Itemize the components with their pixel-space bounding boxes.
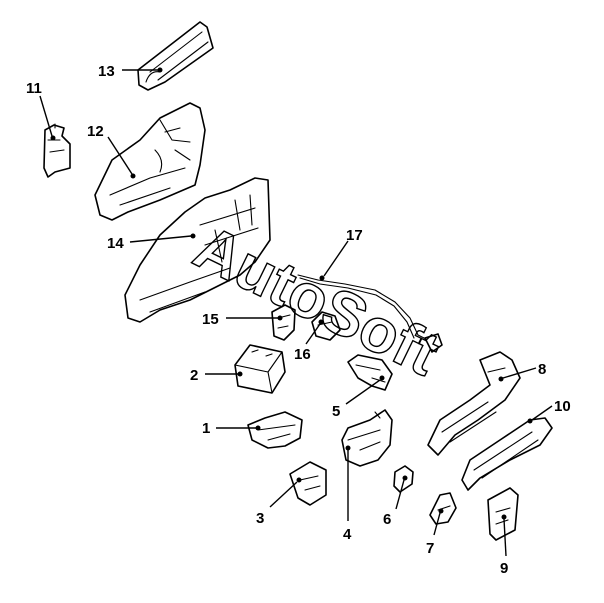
part-17-line[interactable] — [297, 274, 443, 353]
callout-13: 13 — [98, 63, 115, 80]
part-2-battery[interactable] — [234, 344, 286, 394]
callout-9: 9 — [500, 560, 508, 577]
part-7-bracket[interactable] — [429, 492, 457, 525]
callout-5: 5 — [332, 403, 340, 420]
callout-17: 17 — [346, 227, 363, 244]
callout-3: 3 — [256, 510, 264, 527]
watermark: AutoSoft — [184, 213, 449, 390]
part-15-reinforcement[interactable] — [271, 304, 296, 341]
callout-10: 10 — [554, 398, 571, 415]
callout-2: 2 — [190, 367, 198, 384]
callout-11: 11 — [26, 80, 42, 97]
callout-8: 8 — [538, 361, 546, 378]
callout-15: 15 — [202, 311, 219, 328]
part-3-bracket[interactable] — [289, 461, 327, 506]
part-10-side-member[interactable] — [461, 417, 553, 491]
part-4-reservoir[interactable] — [341, 409, 393, 467]
callout-4: 4 — [343, 526, 352, 543]
callout-7: 7 — [426, 540, 434, 557]
part-11-bracket[interactable] — [43, 123, 71, 178]
part-1-bracket[interactable] — [247, 411, 303, 449]
callout-1: 1 — [202, 420, 210, 437]
callout-6: 6 — [383, 511, 391, 528]
callout-16: 16 — [294, 346, 311, 363]
part-13-upper-rail[interactable] — [137, 21, 214, 91]
part-12-inner-panel[interactable] — [94, 102, 206, 221]
part-5-bracket[interactable] — [347, 354, 393, 391]
callout-12: 12 — [87, 123, 104, 140]
part-8-side-member[interactable] — [427, 351, 521, 456]
callout-leaders — [39, 67, 553, 557]
part-14-side-panel[interactable] — [124, 177, 271, 323]
part-16-bracket[interactable] — [311, 311, 341, 341]
callout-14: 14 — [107, 235, 124, 252]
callout-labels: 1 2 3 4 5 6 7 8 9 10 11 12 13 14 15 16 1… — [26, 63, 571, 577]
part-9-plate[interactable] — [487, 487, 519, 541]
